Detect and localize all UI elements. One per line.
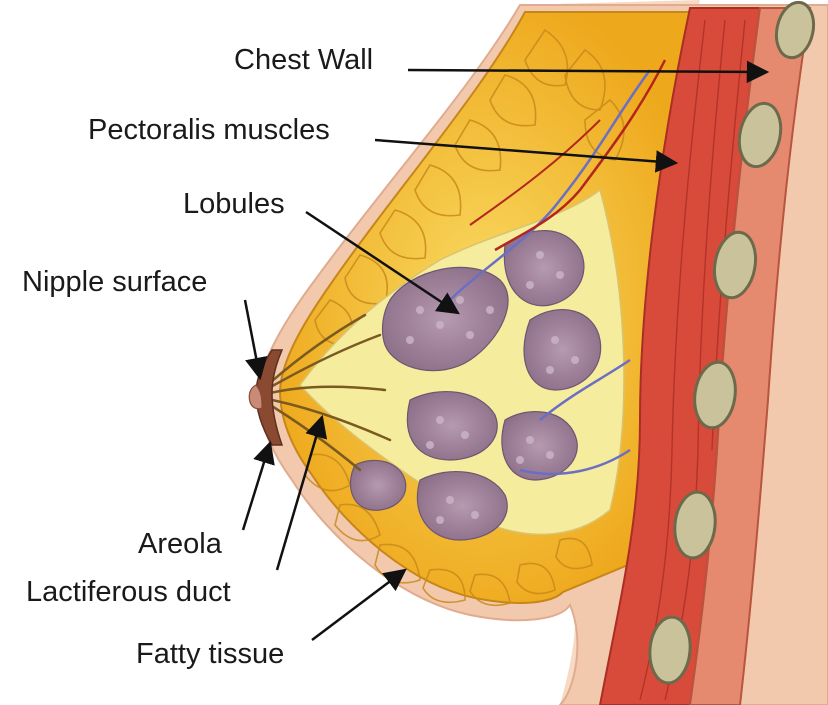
label-lactiferous-duct: Lactiferous duct bbox=[26, 578, 231, 607]
fatty-pointer bbox=[312, 570, 405, 640]
label-areola: Areola bbox=[138, 530, 222, 559]
label-fatty-tissue: Fatty tissue bbox=[136, 640, 284, 669]
label-pectoralis-muscles: Pectoralis muscles bbox=[88, 116, 330, 145]
label-nipple-surface: Nipple surface bbox=[22, 268, 207, 297]
label-chest-wall: Chest Wall bbox=[234, 46, 373, 75]
nipple-pointer bbox=[245, 300, 260, 378]
areola-pointer bbox=[243, 443, 270, 530]
label-lobules: Lobules bbox=[183, 190, 285, 219]
